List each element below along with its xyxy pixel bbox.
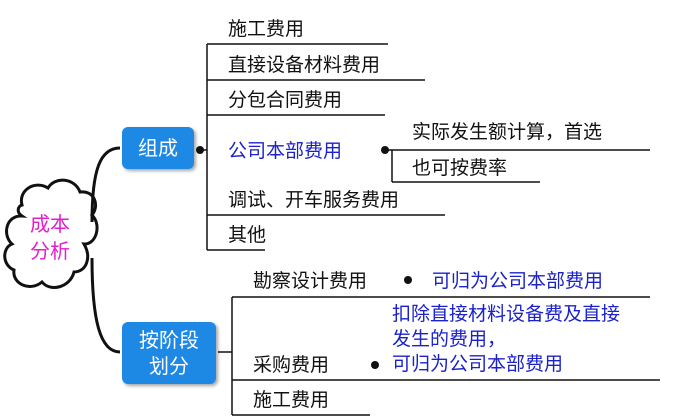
- branch-dot: [371, 361, 379, 369]
- composition-node: 组成: [122, 127, 194, 169]
- composition-item-hq: 公司本部费用: [228, 140, 343, 162]
- composition-item-direct-equipment: 直接设备材料费用: [228, 54, 381, 76]
- stage-note-purchase-3: 可归为公司本部费用: [392, 353, 564, 375]
- branch-dot: [404, 276, 412, 284]
- stage-note-purchase-2: 发生的费用，: [392, 328, 507, 350]
- stage-title-line2: 划分: [149, 354, 189, 378]
- root-label: 成本 分析: [22, 211, 78, 265]
- stage-note-survey: 可归为公司本部费用: [432, 270, 604, 292]
- stage-item-construction: 施工费用: [253, 389, 330, 411]
- hq-note-actual: 实际发生额计算，首选: [412, 121, 603, 143]
- stage-note-purchase-1: 扣除直接材料设备费及直接: [392, 303, 621, 325]
- stage-item-survey: 勘察设计费用: [253, 270, 368, 292]
- root-line1: 成本: [30, 212, 70, 236]
- composition-title: 组成: [138, 136, 178, 160]
- stage-node: 按阶段 划分: [122, 322, 216, 384]
- composition-item-commissioning: 调试、开车服务费用: [228, 189, 400, 211]
- composition-item-construction: 施工费用: [228, 18, 305, 40]
- composition-item-other: 其他: [228, 224, 267, 246]
- composition-item-subcontract: 分包合同费用: [228, 89, 343, 111]
- hq-note-rate: 也可按费率: [412, 157, 508, 179]
- stage-item-purchase: 采购费用: [253, 354, 330, 376]
- root-line2: 分析: [30, 239, 70, 263]
- stage-title-line1: 按阶段: [139, 328, 199, 352]
- cloud-shape: [3, 178, 99, 289]
